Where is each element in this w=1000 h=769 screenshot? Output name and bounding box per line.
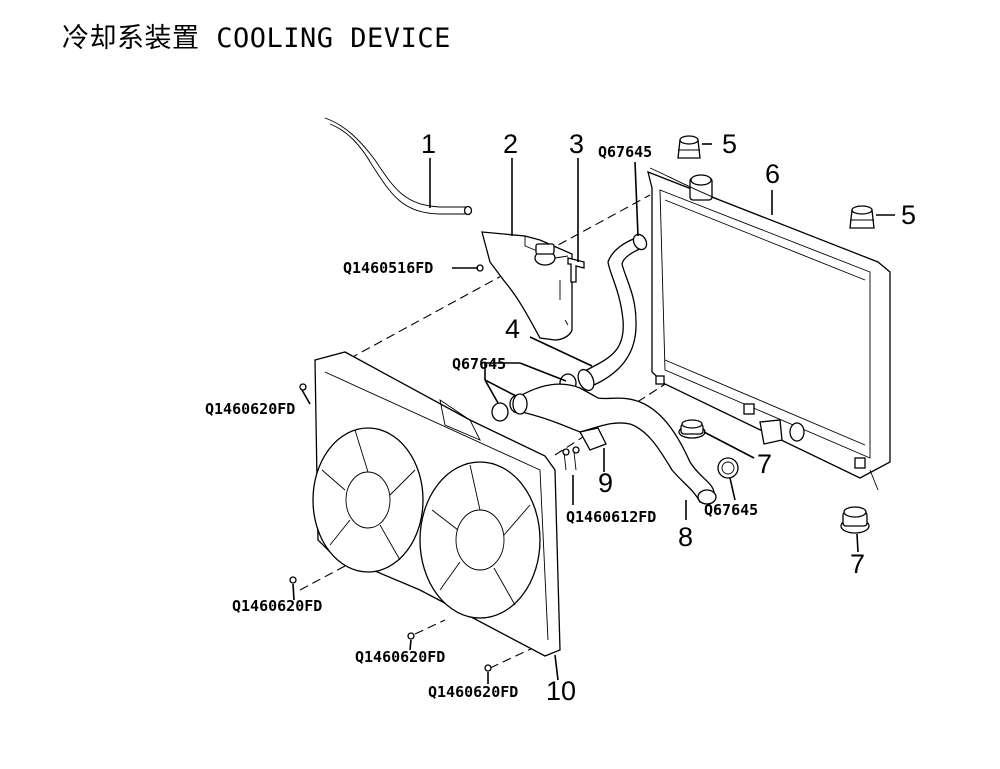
radiator-cap-a bbox=[678, 419, 706, 439]
radiator bbox=[647, 167, 891, 491]
callout-8: 8 bbox=[678, 522, 693, 552]
rubber-mount-right bbox=[849, 205, 875, 229]
callout-6: 6 bbox=[765, 159, 780, 189]
rubber-mount-top bbox=[677, 135, 701, 159]
callout-10: 10 bbox=[546, 676, 576, 706]
page-title: 冷却系装置 COOLING DEVICE bbox=[62, 23, 451, 54]
reservoir-pipe bbox=[567, 257, 585, 283]
radiator-cap-b bbox=[840, 506, 870, 534]
callout-4: 4 bbox=[505, 314, 520, 344]
callout-5-top: 5 bbox=[722, 129, 737, 159]
callout-9: 9 bbox=[598, 468, 613, 498]
code-q1460620fd-a: Q1460620FD bbox=[205, 400, 295, 418]
code-q67645-top: Q67645 bbox=[598, 143, 652, 161]
screws bbox=[289, 264, 492, 672]
overflow-hose bbox=[324, 117, 473, 216]
hose-bracket bbox=[562, 427, 607, 471]
callout-7-a: 7 bbox=[757, 449, 772, 479]
callout-2: 2 bbox=[503, 129, 518, 159]
leader-lines bbox=[292, 143, 895, 684]
code-q1460612fd: Q1460612FD bbox=[566, 508, 656, 526]
reservoir-tank bbox=[481, 231, 573, 341]
code-q1460620fd-c: Q1460620FD bbox=[355, 648, 445, 666]
callout-7-b: 7 bbox=[850, 549, 865, 579]
callout-1: 1 bbox=[421, 129, 436, 159]
callout-3: 3 bbox=[569, 129, 584, 159]
code-q1460620fd-b: Q1460620FD bbox=[232, 597, 322, 615]
code-q1460620fd-d: Q1460620FD bbox=[428, 683, 518, 701]
code-q1460516fd: Q1460516FD bbox=[343, 259, 433, 277]
code-q67645-low: Q67645 bbox=[704, 501, 758, 519]
code-q67645-mid: Q67645 bbox=[452, 355, 506, 373]
callout-5-right: 5 bbox=[901, 200, 916, 230]
cooling-fan-assembly bbox=[312, 351, 561, 657]
upper-radiator-hose bbox=[577, 233, 648, 392]
